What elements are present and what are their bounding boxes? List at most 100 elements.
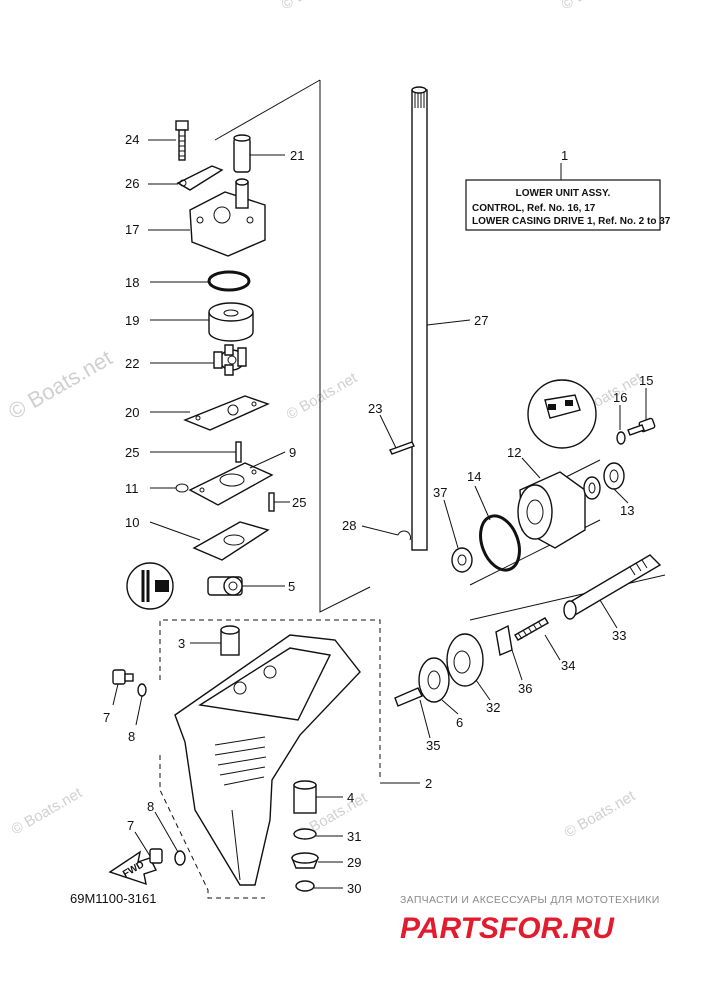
watermark: © Boats.net bbox=[279, 0, 356, 13]
part-oring-14 bbox=[479, 514, 521, 572]
callout-26: 26 bbox=[125, 176, 139, 191]
watermark: © Boats.net bbox=[562, 787, 639, 841]
part-screw-15 bbox=[627, 417, 656, 436]
part-bearing-6 bbox=[418, 657, 450, 703]
part-bushing-4 bbox=[293, 780, 317, 814]
part-pinion-29 bbox=[290, 852, 320, 869]
brand-watermark: ЗАПЧАСТИ И АКСЕССУАРЫ ДЛЯ МОТОТЕХНИКИ PA… bbox=[400, 894, 660, 945]
leader-lines bbox=[112, 139, 647, 889]
brand-name: PARTSFOR.RU bbox=[400, 912, 615, 945]
part-pin-35 bbox=[394, 687, 423, 707]
part-bearing-housing-12 bbox=[517, 471, 586, 549]
part-oring-18 bbox=[207, 270, 251, 292]
callout-11: 11 bbox=[125, 481, 139, 496]
callout-37: 37 bbox=[433, 485, 447, 500]
part-washer-16 bbox=[616, 431, 626, 445]
callout-14: 14 bbox=[467, 469, 481, 484]
inset-control-detail bbox=[527, 379, 597, 449]
callout-1: 1 bbox=[561, 148, 568, 163]
watermark: © Boats.net bbox=[4, 345, 116, 424]
part-bushing-3 bbox=[220, 625, 240, 656]
lower-casing-dashed-box bbox=[159, 619, 381, 780]
callout-7a: 7 bbox=[103, 710, 110, 725]
part-gear-32 bbox=[446, 633, 484, 687]
part-plug-7a bbox=[112, 669, 134, 685]
callout-10: 10 bbox=[125, 515, 139, 530]
part-plate-20 bbox=[183, 395, 270, 431]
callout-25b: 25 bbox=[292, 495, 306, 510]
callout-21: 21 bbox=[290, 148, 304, 163]
title-box: LOWER UNIT ASSY. CONTROL, Ref. No. 16, 1… bbox=[465, 163, 671, 231]
callout-19: 19 bbox=[125, 313, 139, 328]
part-washer-8a bbox=[137, 683, 147, 697]
callout-2: 2 bbox=[425, 776, 432, 791]
callout-16: 16 bbox=[613, 390, 627, 405]
watermark: © Boats.net bbox=[9, 784, 86, 838]
callout-30: 30 bbox=[347, 881, 361, 896]
title-line2: CONTROL, Ref. No. 16, 17 bbox=[472, 203, 596, 214]
callout-3: 3 bbox=[178, 636, 185, 651]
callout-36: 36 bbox=[518, 681, 532, 696]
part-clip-28 bbox=[397, 530, 411, 541]
callout-numbers: 24 21 26 17 18 19 22 20 25 9 11 25 10 5 … bbox=[103, 132, 653, 896]
part-bearings-13 bbox=[583, 462, 625, 500]
part-plate-9 bbox=[188, 462, 274, 506]
callout-25a: 25 bbox=[125, 445, 139, 460]
inset-seal-detail bbox=[126, 562, 174, 610]
part-spring-34 bbox=[514, 617, 549, 641]
title-line3: LOWER CASING DRIVE 1, Ref. No. 2 to 37 bbox=[472, 216, 671, 227]
watermark: © Boats.net bbox=[559, 0, 636, 13]
part-pin-23 bbox=[389, 441, 415, 455]
part-propeller-shaft-33 bbox=[563, 554, 662, 620]
callout-7b: 7 bbox=[127, 818, 134, 833]
part-lower-casing-2 bbox=[174, 634, 361, 886]
upper-panel-edge bbox=[214, 79, 321, 141]
callout-33: 33 bbox=[612, 628, 626, 643]
callout-12: 12 bbox=[507, 445, 521, 460]
callout-20: 20 bbox=[125, 405, 139, 420]
part-pump-housing-17 bbox=[189, 178, 266, 257]
part-impeller-22 bbox=[213, 344, 247, 376]
callout-5: 5 bbox=[288, 579, 295, 594]
fwd-arrow-icon: FWD bbox=[108, 850, 157, 886]
part-sleeve-21 bbox=[233, 134, 251, 173]
callout-17: 17 bbox=[125, 222, 139, 237]
callout-34: 34 bbox=[561, 658, 575, 673]
callout-23: 23 bbox=[368, 401, 382, 416]
part-ring-11 bbox=[175, 483, 189, 493]
part-seal-5 bbox=[207, 576, 243, 596]
callout-18: 18 bbox=[125, 275, 139, 290]
callout-32: 32 bbox=[486, 700, 500, 715]
callout-15: 15 bbox=[639, 373, 653, 388]
callout-8b: 8 bbox=[147, 799, 154, 814]
part-nut-30 bbox=[295, 880, 315, 892]
callout-35: 35 bbox=[426, 738, 440, 753]
part-drive-shaft-27 bbox=[411, 86, 428, 551]
callout-28: 28 bbox=[342, 518, 356, 533]
watermark: © Boats.net bbox=[284, 369, 361, 423]
callout-9: 9 bbox=[289, 445, 296, 460]
callout-8a: 8 bbox=[128, 729, 135, 744]
title-line1: LOWER UNIT ASSY. bbox=[516, 188, 611, 199]
part-pin-25b bbox=[268, 492, 275, 512]
callout-6: 6 bbox=[456, 715, 463, 730]
part-slider-36 bbox=[495, 624, 513, 656]
part-cartridge-19 bbox=[208, 302, 254, 342]
part-seal-37 bbox=[451, 547, 473, 573]
brand-tagline: ЗАПЧАСТИ И АКСЕССУАРЫ ДЛЯ МОТОТЕХНИКИ bbox=[400, 894, 660, 906]
callout-24: 24 bbox=[125, 132, 139, 147]
callout-4: 4 bbox=[347, 790, 354, 805]
diagram-code: 69M1100-3161 bbox=[70, 891, 157, 906]
part-pin-25a bbox=[235, 441, 242, 463]
part-bolt-24 bbox=[175, 120, 189, 161]
part-washer-8b bbox=[174, 850, 186, 866]
part-plate-26 bbox=[176, 165, 224, 191]
part-plug-7b bbox=[149, 848, 163, 864]
callout-27: 27 bbox=[474, 313, 488, 328]
upper-panel-outline bbox=[319, 80, 371, 613]
callout-31: 31 bbox=[347, 829, 361, 844]
part-shim-31 bbox=[293, 828, 317, 840]
part-gasket-10 bbox=[192, 521, 270, 561]
callout-29: 29 bbox=[347, 855, 361, 870]
